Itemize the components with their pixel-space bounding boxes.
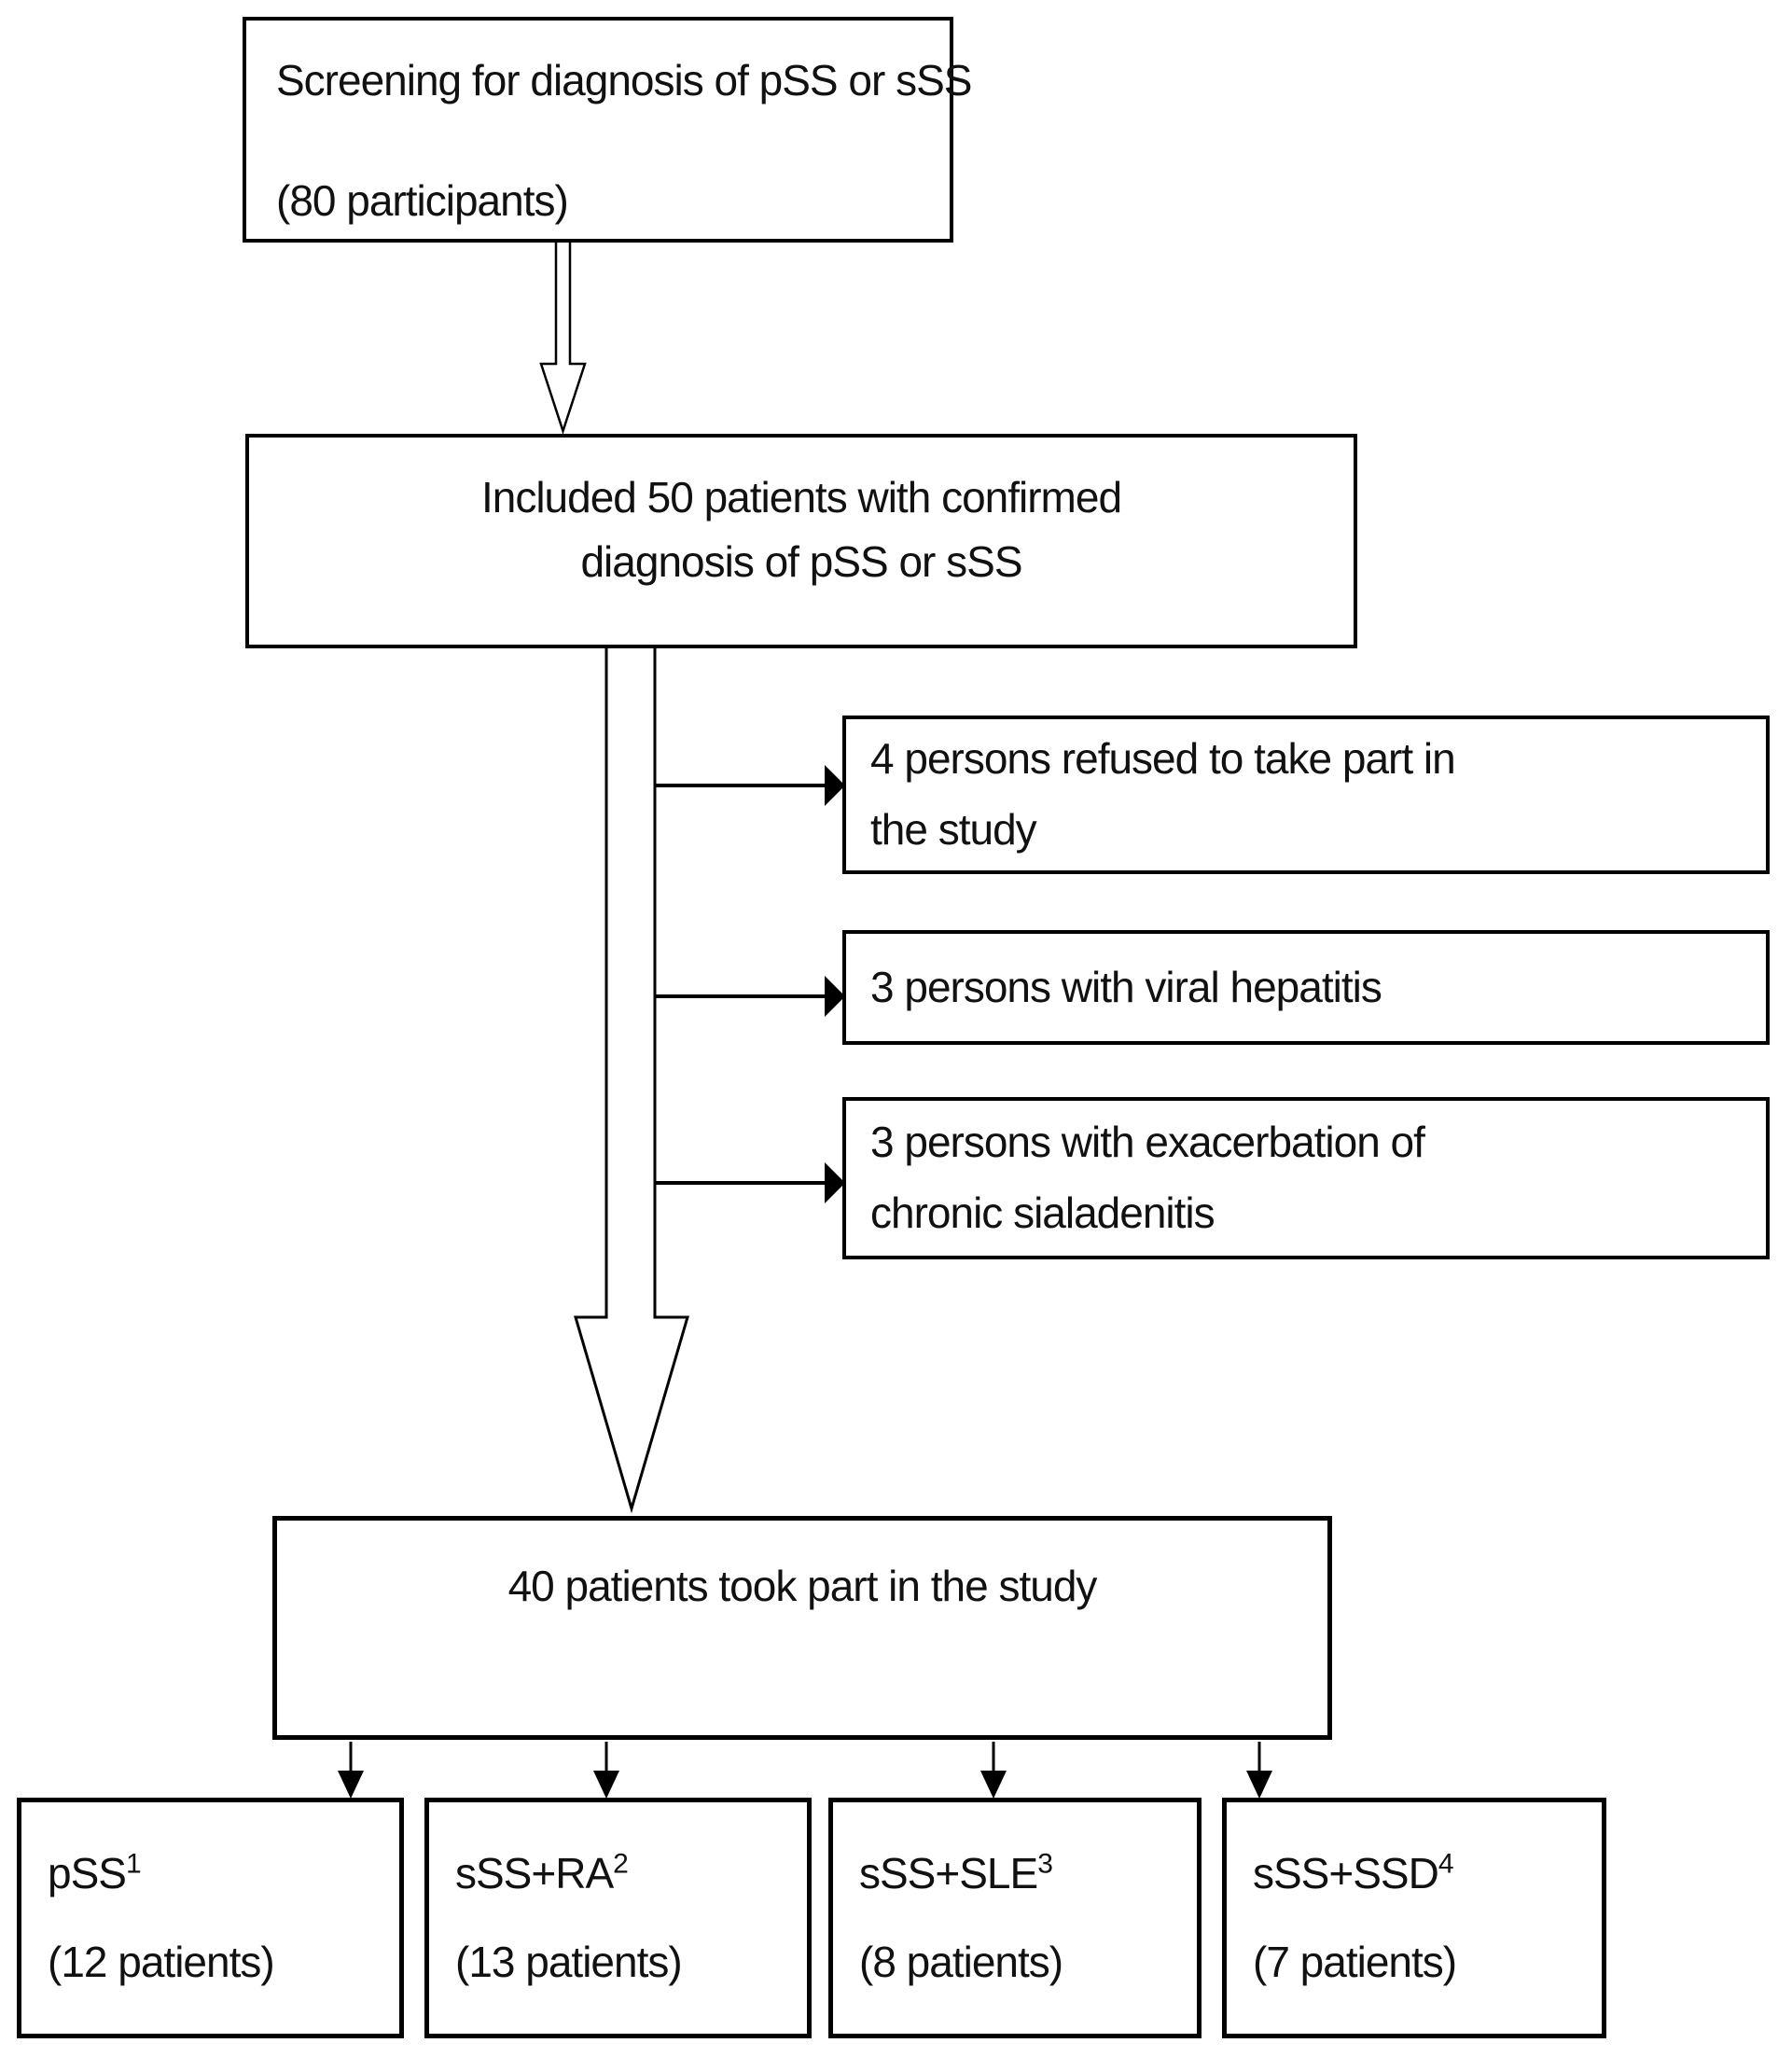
- exclusion-branch-arrow-2: [656, 976, 845, 1017]
- included-box: Included 50 patients with confirmed diag…: [245, 434, 1357, 648]
- included-line1: Included 50 patients with confirmed: [480, 473, 1122, 521]
- group-pss-name: pSS: [48, 1849, 127, 1897]
- participated-to-group2-arrow: [593, 1742, 619, 1799]
- group-box-sss-sle: sSS+SLE3 (8 patients): [828, 1798, 1202, 2038]
- group-sss-ra-label: sSS+RA2: [455, 1842, 807, 1906]
- group-pss-count: (12 patients): [48, 1938, 275, 1986]
- exclusion-sialadenitis-line1: 3 persons with exacerbation of: [870, 1118, 1425, 1167]
- group-pss-label: pSS1: [48, 1842, 399, 1906]
- exclusion-box-hepatitis: 3 persons with viral hepatitis: [842, 930, 1770, 1045]
- participated-line1: 40 patients took part in the study: [507, 1562, 1098, 1610]
- group-sss-ra-footnote-marker: 2: [613, 1848, 629, 1880]
- group-sss-sle-name: sSS+SLE: [859, 1849, 1038, 1897]
- exclusion-refused-line2: the study: [870, 805, 1037, 854]
- participated-to-group1-arrow: [338, 1742, 364, 1799]
- group-sss-ra-count: (13 patients): [455, 1938, 683, 1986]
- included-line2: diagnosis of pSS or sSS: [580, 537, 1022, 586]
- exclusion-box-refused: 4 persons refused to take part in the st…: [842, 716, 1770, 874]
- group-sss-ssd-footnote-marker: 4: [1438, 1848, 1454, 1880]
- exclusion-hepatitis-line1: 3 persons with viral hepatitis: [870, 962, 1382, 1011]
- exclusion-refused-line1: 4 persons refused to take part in: [870, 734, 1456, 784]
- exclusion-branch-arrow-3: [656, 1162, 845, 1203]
- screening-box: Screening for diagnosis of pSS or sSS (8…: [243, 17, 972, 243]
- group-box-sss-ra: sSS+RA2 (13 patients): [424, 1798, 812, 2038]
- group-box-pss: pSS1 (12 patients): [17, 1798, 404, 2038]
- participated-to-group3-arrow: [980, 1742, 1007, 1799]
- group-sss-ra-name: sSS+RA: [455, 1849, 614, 1897]
- group-sss-sle-count: (8 patients): [859, 1938, 1063, 1986]
- group-box-sss-ssd: sSS+SSD4 (7 patients): [1222, 1798, 1606, 2038]
- exclusion-box-sialadenitis: 3 persons with exacerbation of chronic s…: [842, 1097, 1770, 1259]
- group-sss-sle-label: sSS+SLE3: [859, 1842, 1197, 1906]
- participated-to-group4-arrow: [1246, 1742, 1272, 1799]
- group-sss-ssd-count: (7 patients): [1253, 1938, 1457, 1986]
- group-sss-ssd-label: sSS+SSD4: [1253, 1842, 1602, 1906]
- group-sss-sle-footnote-marker: 3: [1037, 1848, 1053, 1880]
- screening-to-included-arrow: [539, 237, 587, 436]
- screening-participants-count: (80 participants): [276, 176, 569, 225]
- participated-box: 40 patients took part in the study: [272, 1516, 1332, 1740]
- exclusion-branch-arrow-1: [656, 765, 845, 806]
- exclusion-sialadenitis-line2: chronic sialadenitis: [870, 1188, 1216, 1237]
- group-pss-footnote-marker: 1: [125, 1848, 142, 1880]
- screening-line1: Screening for diagnosis of pSS or sSS: [276, 56, 972, 104]
- included-to-participated-arrow: [573, 645, 690, 1514]
- group-sss-ssd-name: sSS+SSD: [1253, 1849, 1439, 1897]
